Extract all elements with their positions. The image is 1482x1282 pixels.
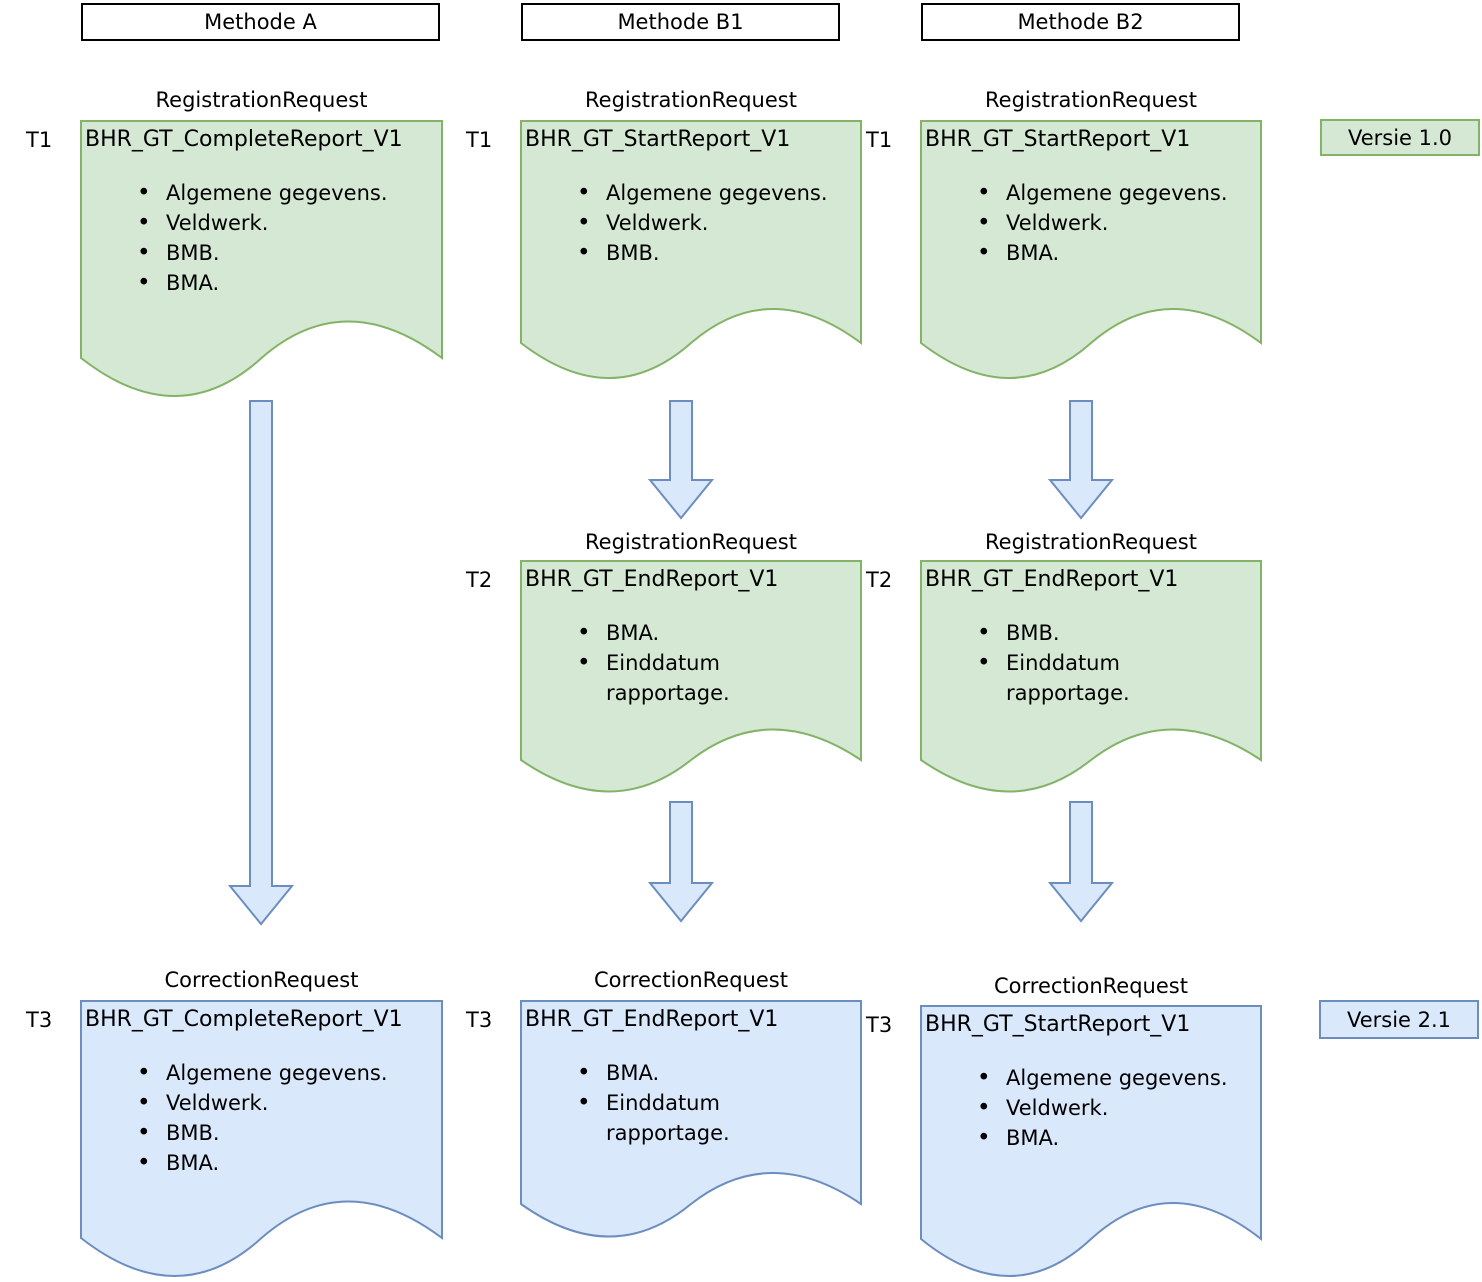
document-b1-t1: T1 BHR_GT_StartReport_V1 Algemene gegeve… (466, 120, 862, 382)
document-bullet-list: Algemene gegevens. Veldwerk. BMB. BMA. (80, 178, 388, 298)
time-label: T3 (26, 1008, 53, 1032)
bullet-item: Algemene gegevens. (137, 1058, 387, 1088)
down-arrow-shape (227, 400, 295, 926)
down-arrow-icon (1047, 400, 1115, 520)
bullet-item: BMA. (977, 1123, 1228, 1153)
version-badge-2: Versie 2.1 (1319, 1000, 1479, 1039)
version-badge-label: Versie 2.1 (1346, 1007, 1452, 1032)
document-b1-t2: T2 BHR_GT_EndReport_V1 BMA. Einddatum ra… (466, 560, 862, 795)
document-bullet-list: Algemene gegevens. Veldwerk. BMB. BMA. (80, 1058, 388, 1178)
bullet-item: BMB. (977, 618, 1161, 648)
bullet-item: Algemene gegevens. (137, 178, 387, 208)
document-title: BHR_GT_CompleteReport_V1 (85, 127, 403, 152)
bullet-item: BMA. (977, 238, 1228, 268)
bullet-item: Veldwerk. (137, 1088, 388, 1118)
request-type-label: CorrectionRequest (594, 968, 788, 992)
method-b1-header: Methode B1 (521, 3, 840, 41)
time-label: T3 (866, 1013, 893, 1037)
bullet-item: Einddatum rapportage. (577, 1088, 761, 1148)
document-title: BHR_GT_CompleteReport_V1 (85, 1007, 403, 1032)
request-type-label: RegistrationRequest (585, 530, 797, 554)
time-label: T1 (866, 128, 893, 152)
down-arrow-icon (227, 400, 295, 926)
time-label: T1 (26, 128, 53, 152)
document-title: BHR_GT_EndReport_V1 (925, 567, 1179, 592)
down-arrow-shape (1047, 400, 1115, 520)
document-b2-t2: T2 BHR_GT_EndReport_V1 BMB. Einddatum ra… (866, 560, 1262, 795)
request-type-label: RegistrationRequest (985, 88, 1197, 112)
bullet-item: Veldwerk. (577, 208, 828, 238)
version-badge-1: Versie 1.0 (1320, 119, 1480, 156)
bullet-item: BMA. (577, 618, 761, 648)
request-type-label: RegistrationRequest (585, 88, 797, 112)
document-title: BHR_GT_StartReport_V1 (925, 1012, 1191, 1037)
bullet-item: Veldwerk. (977, 208, 1228, 238)
document-title: BHR_GT_StartReport_V1 (525, 127, 791, 152)
down-arrow-shape (1047, 801, 1115, 923)
bullet-item: Veldwerk. (977, 1093, 1228, 1123)
bullet-item: Einddatum rapportage. (577, 648, 761, 708)
bullet-item: BMA. (577, 1058, 761, 1088)
document-bullet-list: Algemene gegevens. Veldwerk. BMA. (920, 1063, 1228, 1153)
down-arrow-icon (647, 400, 715, 520)
request-type-label: RegistrationRequest (985, 530, 1197, 554)
time-label: T2 (466, 568, 493, 592)
document-bullet-list: BMA. Einddatum rapportage. (520, 1058, 761, 1148)
bullet-item: Algemene gegevens. (577, 178, 827, 208)
bullet-item: BMA. (137, 1148, 388, 1178)
down-arrow-icon (647, 801, 715, 923)
time-label: T3 (466, 1008, 493, 1032)
method-a-header: Methode A (81, 3, 440, 41)
bullet-item: BMB. (577, 238, 828, 268)
down-arrow-shape (647, 801, 715, 923)
bullet-item: Einddatum rapportage. (977, 648, 1161, 708)
document-bullet-list: BMB. Einddatum rapportage. (920, 618, 1161, 708)
document-title: BHR_GT_EndReport_V1 (525, 1007, 779, 1032)
time-label: T1 (466, 128, 493, 152)
bullet-item: BMB. (137, 1118, 388, 1148)
document-b2-t3: T3 BHR_GT_StartReport_V1 Algemene gegeve… (866, 1005, 1262, 1280)
version-badge-label: Versie 1.0 (1347, 125, 1453, 150)
bullet-item: Veldwerk. (137, 208, 388, 238)
method-b1-label: Methode B1 (617, 10, 744, 34)
method-b2-header: Methode B2 (921, 3, 1240, 41)
bullet-item: Algemene gegevens. (977, 1063, 1227, 1093)
document-a-t3: T3 BHR_GT_CompleteReport_V1 Algemene geg… (26, 1000, 443, 1280)
document-a-t1: T1 BHR_GT_CompleteReport_V1 Algemene geg… (26, 120, 443, 400)
method-b2-label: Methode B2 (1017, 10, 1144, 34)
document-title: BHR_GT_StartReport_V1 (925, 127, 1191, 152)
document-bullet-list: Algemene gegevens. Veldwerk. BMA. (920, 178, 1228, 268)
down-arrow-shape (647, 400, 715, 520)
document-b1-t3: T3 BHR_GT_EndReport_V1 BMA. Einddatum ra… (466, 1000, 862, 1240)
request-type-label: CorrectionRequest (164, 968, 359, 992)
document-bullet-list: BMA. Einddatum rapportage. (520, 618, 761, 708)
bullet-item: Algemene gegevens. (977, 178, 1227, 208)
time-label: T2 (866, 568, 893, 592)
request-type-label: RegistrationRequest (155, 88, 368, 112)
document-b2-t1: T1 BHR_GT_StartReport_V1 Algemene gegeve… (866, 120, 1262, 382)
request-type-label: CorrectionRequest (994, 974, 1188, 998)
down-arrow-icon (1047, 801, 1115, 923)
method-a-label: Methode A (204, 10, 317, 34)
document-title: BHR_GT_EndReport_V1 (525, 567, 779, 592)
bullet-item: BMB. (137, 238, 388, 268)
bullet-item: BMA. (137, 268, 388, 298)
document-bullet-list: Algemene gegevens. Veldwerk. BMB. (520, 178, 828, 268)
